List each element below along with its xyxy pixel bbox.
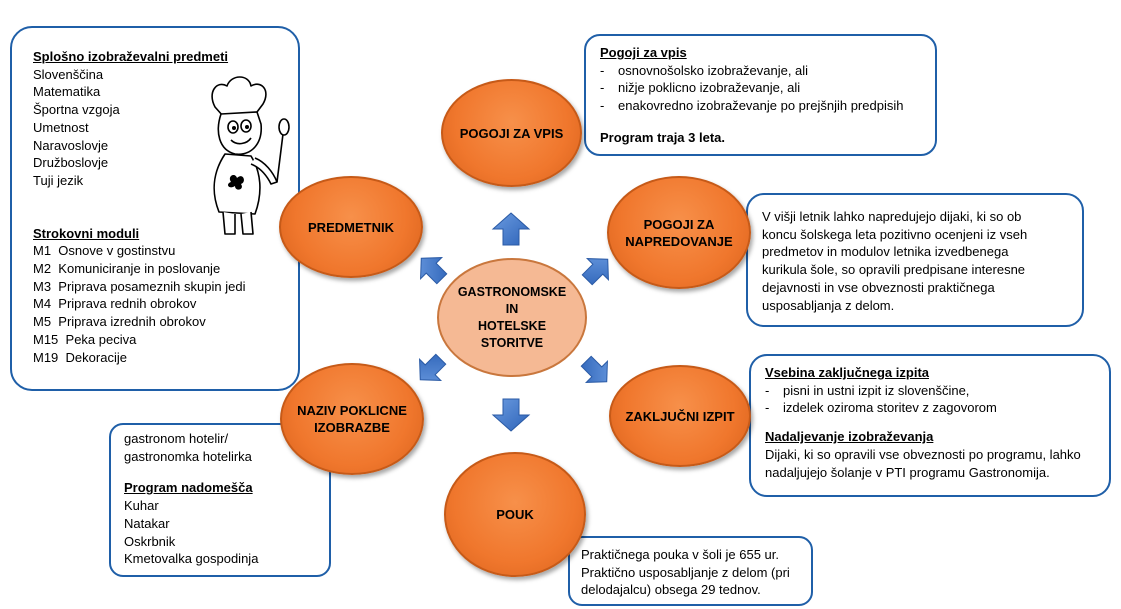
title-line: gastronom hotelir/	[124, 431, 229, 446]
node-label-line: POGOJI ZA	[643, 216, 715, 232]
arrow-upper-left-icon	[420, 257, 448, 285]
list-item: nižje poklicno izobraževanje, ali	[600, 79, 935, 97]
izpit-box: Vsebina zaključnega izpita pisni in ustn…	[749, 354, 1111, 497]
list-item: M1 Osnove v gostinstvu	[33, 243, 176, 259]
napredovanje-line: predmetov in modulov letnika izvedbenega	[762, 244, 1009, 260]
pouk-line: Praktičnega pouka v šoli je 655 ur.	[581, 547, 780, 562]
arrow-up-icon	[491, 212, 531, 246]
arrow-upper-right-icon	[581, 258, 609, 286]
node-naziv: NAZIV POKLICNE IZOBRAZBE	[280, 363, 424, 475]
chef-illustration	[205, 72, 295, 237]
center-label-line: GASTRONOMSKE	[457, 284, 567, 299]
general-subjects-heading: Splošno izobraževalni predmeti	[33, 49, 229, 64]
continuation-line: Dijaki, ki so opravili vse obveznosti po…	[765, 446, 1081, 462]
arrow-down-icon	[491, 398, 531, 432]
node-label-line: NAZIV POKLICNE	[297, 403, 407, 418]
list-item: enakovredno izobraževanje po prejšnjih p…	[600, 97, 935, 115]
list-item: M2 Komuniciranje in poslovanje	[33, 261, 221, 277]
list-item: Umetnost	[33, 119, 89, 135]
center-node: GASTRONOMSKE IN HOTELSKE STORITVE	[437, 258, 587, 377]
list-item: Kuhar	[124, 498, 159, 514]
node-pogoji-vpis: POGOJI ZA VPIS	[441, 79, 582, 187]
title-line: gastronomka hotelirka	[124, 448, 252, 464]
list-item: Oskrbnik	[124, 533, 176, 549]
list-item: Naravoslovje	[33, 137, 109, 153]
list-item: M3 Priprava posameznih skupin jedi	[33, 278, 246, 294]
list-item: Družboslovje	[33, 155, 109, 171]
node-label: POGOJI ZA VPIS	[459, 125, 564, 141]
arrow-lower-right-icon	[580, 355, 608, 383]
node-label-line: NAPREDOVANJE	[625, 233, 733, 249]
list-item: izdelek oziroma storitev z zagovorom	[765, 399, 1109, 417]
replaces-list: Kuhar Natakar Oskrbnik Kmetovalka gospod…	[124, 497, 329, 568]
node-label: POGOJI ZA NAPREDOVANJE	[625, 216, 732, 250]
center-label-line: STORITVE	[480, 335, 544, 350]
list-item: Slovenščina	[33, 66, 104, 82]
list-item: Natakar	[124, 515, 170, 531]
napredovanje-line: koncu šolskega leta pozitivno ocenjeni i…	[762, 226, 1028, 242]
node-label: ZAKLJUČNI IZPIT	[625, 408, 735, 424]
napredovanje-line: dejavnosti in vse obveznosti praktičnega	[762, 279, 995, 295]
napredovanje-line: V višji letnik lahko napredujejo dijaki,…	[762, 209, 1022, 224]
node-label: PREDMETNIK	[308, 219, 394, 235]
list-item: pisni in ustni izpit iz slovenščine,	[765, 382, 1109, 400]
modules-heading: Strokovni moduli	[33, 225, 140, 241]
center-label-line: HOTELSKE	[477, 318, 547, 333]
continuation-heading: Nadaljevanje izobraževanja	[765, 429, 934, 445]
list-item: Matematika	[33, 84, 101, 100]
node-label-line: IZOBRAZBE	[314, 420, 390, 435]
list-item: M19 Dekoracije	[33, 349, 127, 365]
list-item: M15 Peka peciva	[33, 331, 137, 347]
list-item: Športna vzgoja	[33, 102, 120, 118]
list-item: M4 Priprava rednih obrokov	[33, 296, 197, 312]
node-label: POUK	[496, 507, 534, 522]
center-label: GASTRONOMSKE IN HOTELSKE STORITVE	[458, 284, 566, 352]
node-pouk: POUK	[444, 452, 586, 577]
general-subjects-list: Slovenščina Matematika Športna vzgoja Um…	[33, 66, 298, 190]
napredovanje-line: usposabljanja z delom.	[762, 297, 895, 313]
pouk-box: Praktičnega pouka v šoli je 655 ur. Prak…	[568, 536, 813, 606]
list-item: M5 Priprava izrednih obrokov	[33, 314, 206, 330]
node-zakljucni-izpit: ZAKLJUČNI IZPIT	[609, 365, 751, 467]
izpit-list: pisni in ustni izpit iz slovenščine, izd…	[765, 382, 1109, 417]
pouk-line: Praktično usposabljanje z delom (pri	[581, 564, 790, 580]
napredovanje-box: V višji letnik lahko napredujejo dijaki,…	[746, 193, 1084, 327]
vpis-box: Pogoji za vpis osnovnošolsko izobraževan…	[584, 34, 937, 156]
arrow-lower-left-icon	[419, 353, 447, 381]
continuation-line: nadaljujejo šolanje v PTI programu Gastr…	[765, 464, 1050, 480]
list-item: Kmetovalka gospodinja	[124, 551, 259, 567]
replaces-heading: Program nadomešča	[124, 480, 253, 496]
napredovanje-line: kurikula šole, so opravili predpisane in…	[762, 262, 1026, 278]
node-pogoji-napredovanje: POGOJI ZA NAPREDOVANJE	[607, 176, 751, 289]
vpis-list: osnovnošolsko izobraževanje, ali nižje p…	[600, 62, 935, 115]
node-label: NAZIV POKLICNE IZOBRAZBE	[297, 402, 407, 436]
list-item: Tuji jezik	[33, 172, 84, 188]
modules-list: M1 Osnove v gostinstvu M2 Komuniciranje …	[33, 242, 298, 366]
izpit-heading: Vsebina zaključnega izpita	[765, 365, 929, 380]
node-predmetnik: PREDMETNIK	[279, 176, 423, 278]
pouk-line: delodajalcu) obsega 29 tednov.	[581, 582, 761, 598]
list-item: osnovnošolsko izobraževanje, ali	[600, 62, 935, 80]
program-duration: Program traja 3 leta.	[600, 129, 725, 145]
center-label-line: IN	[505, 301, 519, 316]
vpis-heading: Pogoji za vpis	[600, 45, 687, 60]
